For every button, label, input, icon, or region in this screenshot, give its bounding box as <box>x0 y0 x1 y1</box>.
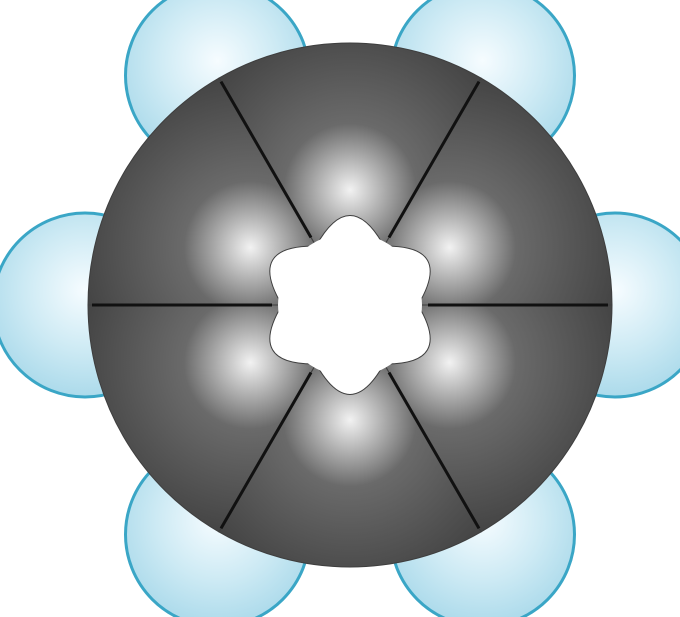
ring-center <box>278 233 422 377</box>
